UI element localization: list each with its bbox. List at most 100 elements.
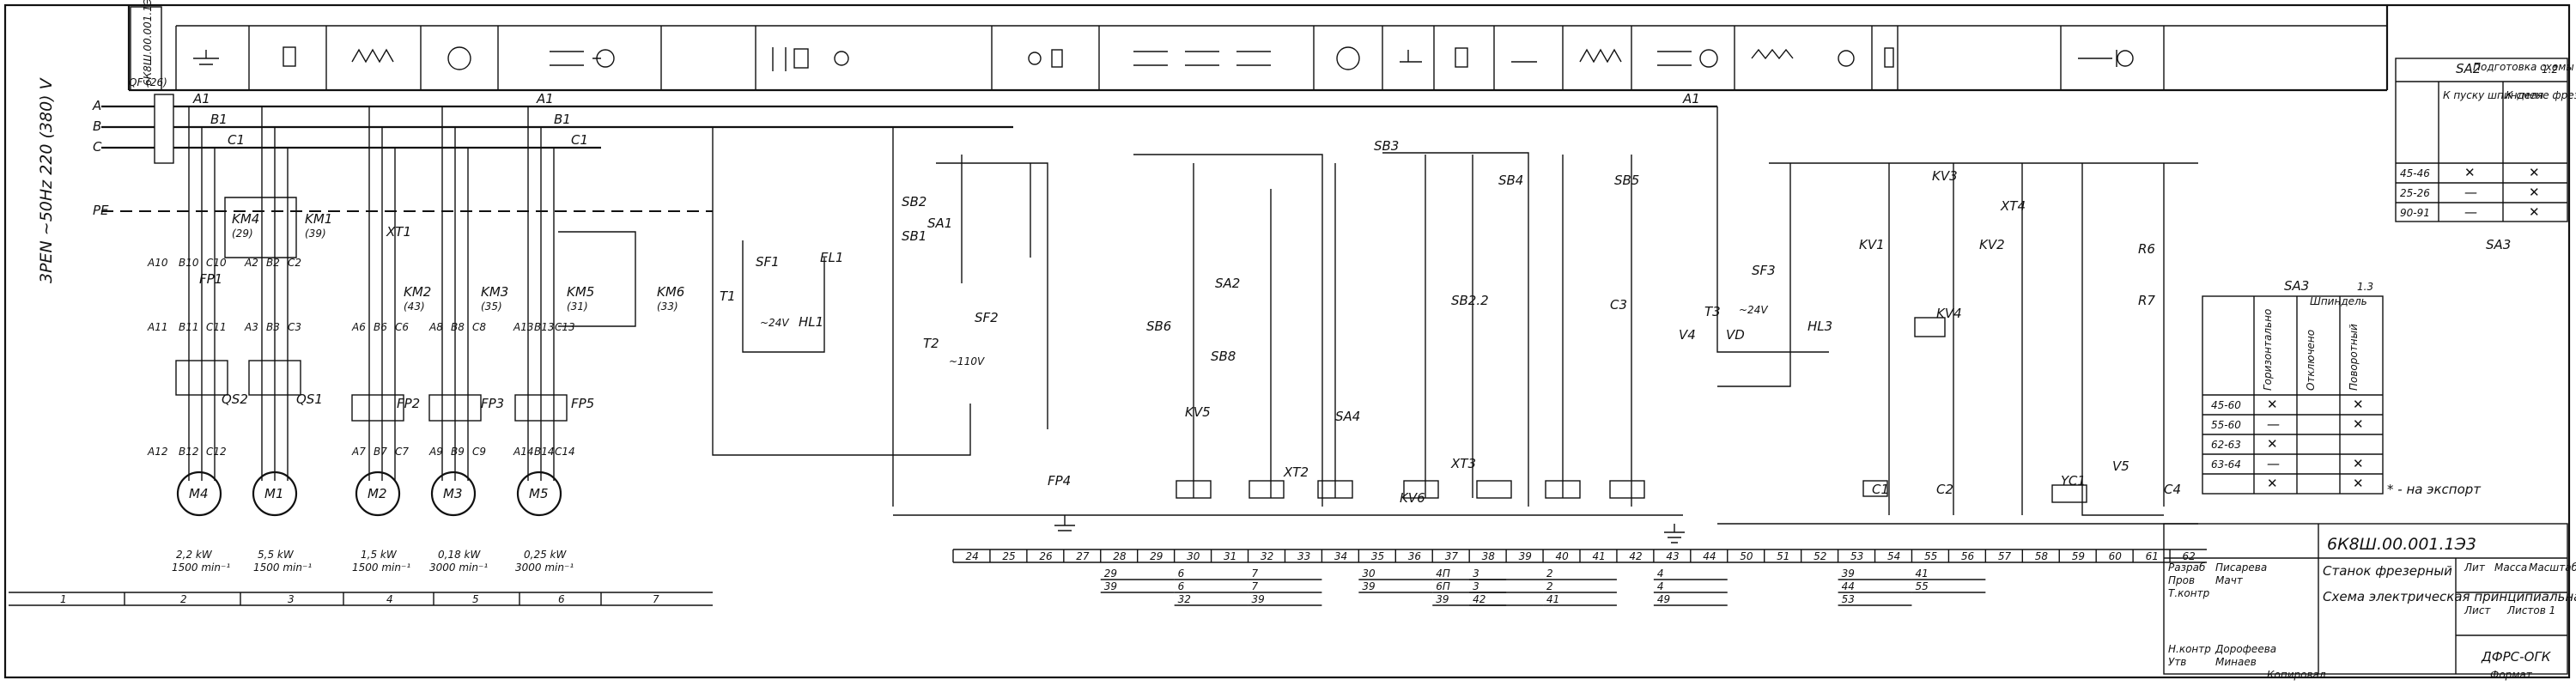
line-number: 34 — [1334, 550, 1347, 562]
svg-text:KV1: KV1 — [1859, 237, 1885, 252]
svg-text:M3: M3 — [443, 486, 463, 501]
svg-text:63-64: 63-64 — [2211, 458, 2241, 470]
contact-table-cell: 7 — [1252, 580, 1259, 592]
svg-text:SB2: SB2 — [902, 194, 927, 209]
contact-table-cell: 2 — [1546, 568, 1553, 580]
line-number: 56 — [1961, 550, 1975, 562]
line-number: 39 — [1519, 550, 1532, 562]
svg-text:SB4: SB4 — [1498, 173, 1523, 188]
line-number: 62 — [2183, 550, 2196, 562]
svg-text:C1: C1 — [228, 132, 245, 148]
rapid-icon — [1336, 46, 1360, 70]
svg-text:1500 min⁻¹: 1500 min⁻¹ — [172, 562, 230, 574]
svg-text:A9: A9 — [428, 446, 443, 458]
svg-text:C13: C13 — [555, 321, 575, 333]
svg-text:B1: B1 — [554, 112, 571, 127]
svg-text:A10: A10 — [147, 257, 168, 269]
line-number: 50 — [1740, 550, 1753, 562]
coolant-pump-icon — [193, 50, 219, 65]
terminal-labels: A10 B10 C10 A11 B11 C11 A12 B12 C12 A2 B… — [147, 257, 1768, 458]
svg-text:FP1: FP1 — [199, 271, 222, 287]
svg-text:EL1: EL1 — [820, 250, 843, 265]
svg-text:К смене фрезы: К смене фрезы — [2506, 89, 2576, 101]
svg-text:1.3: 1.3 — [2357, 281, 2373, 293]
contact-table-cell: 39 — [1104, 580, 1117, 592]
contact-table-cell: 3 — [1473, 568, 1479, 580]
svg-text:2: 2 — [180, 593, 187, 605]
bus-bars: A1 B1 C1 A1 B1 C1 A1 — [173, 91, 1717, 149]
svg-text:M4: M4 — [189, 486, 209, 501]
svg-text:C6: C6 — [395, 321, 409, 333]
svg-text:Утв: Утв — [2168, 656, 2186, 668]
svg-text:✕: ✕ — [2267, 476, 2278, 491]
svg-text:SF3: SF3 — [1752, 263, 1776, 278]
control-circuit — [712, 106, 2198, 525]
spindle-icon — [283, 46, 296, 67]
svg-text:C2: C2 — [1936, 482, 1953, 497]
line-number: 54 — [1887, 550, 1900, 562]
svg-text:Станок фрезерный: Станок фрезерный — [2323, 563, 2452, 579]
motor-m2 — [355, 470, 401, 517]
svg-text:Отключено: Отключено — [2305, 330, 2317, 391]
line-number: 33 — [1297, 550, 1310, 562]
contact-table-cell: 39 — [1842, 568, 1855, 580]
svg-text:B13: B13 — [534, 321, 555, 333]
svg-text:Дорофеева: Дорофеева — [2215, 643, 2276, 655]
line-number: 40 — [1556, 550, 1570, 562]
line-number: 60 — [2109, 550, 2123, 562]
svg-text:C10: C10 — [206, 257, 227, 269]
svg-text:6: 6 — [558, 593, 565, 605]
svg-text:6К8Ш.00.001.1Э3: 6К8Ш.00.001.1Э3 — [142, 0, 154, 86]
svg-text:C3: C3 — [1610, 297, 1627, 313]
svg-text:A8: A8 — [428, 321, 443, 333]
ground-symbols — [1054, 515, 1685, 543]
device-labels: QS2 QS1 FP1 FP2 FP3 FP4 FP5 T1 T2 T3 VD … — [199, 138, 2511, 506]
svg-text:M5: M5 — [529, 486, 549, 501]
svg-text:KV2: KV2 — [1979, 237, 2005, 252]
line-number: 58 — [2035, 550, 2049, 562]
contact-table-cell: 39 — [1362, 580, 1375, 592]
svg-text:Схема электрическая принципиал: Схема электрическая принципиальная — [2323, 589, 2576, 604]
svg-text:A2: A2 — [244, 257, 258, 269]
contact-table-cell: 29 — [1104, 568, 1117, 580]
contact-table-cell: 39 — [1436, 593, 1449, 605]
svg-text:XT4: XT4 — [2000, 198, 2026, 214]
svg-text:C8: C8 — [472, 321, 486, 333]
svg-text:FP3: FP3 — [481, 396, 504, 411]
column-strip: 1 2 3 4 5 6 7 — [9, 592, 713, 606]
direction-icon — [550, 51, 601, 66]
svg-text:B10: B10 — [179, 257, 199, 269]
svg-text:C1: C1 — [571, 132, 588, 148]
svg-text:90-91: 90-91 — [2400, 207, 2430, 219]
svg-text:R6: R6 — [2138, 241, 2155, 257]
contact-table-cell: 6 — [1178, 568, 1185, 580]
svg-text:(29): (29) — [232, 228, 253, 240]
svg-text:A1: A1 — [192, 91, 210, 106]
feed-icon — [447, 46, 471, 70]
motor-m1 — [252, 470, 298, 517]
svg-text:B12: B12 — [179, 446, 199, 458]
motor-m4 — [176, 470, 222, 517]
svg-text:QS2: QS2 — [222, 392, 248, 407]
contact-tables: 29396632773930394П6П39334222414449394453… — [1100, 568, 1986, 606]
svg-text:C4: C4 — [2164, 482, 2181, 497]
breaker-qf-label: QF (26) — [129, 76, 167, 88]
svg-text:T2: T2 — [923, 336, 939, 351]
svg-text:—: — — [2267, 416, 2280, 432]
svg-text:B14: B14 — [534, 446, 555, 458]
svg-text:45-46: 45-46 — [2400, 167, 2430, 179]
svg-text:К пуску шпинделя: К пуску шпинделя — [2443, 89, 2543, 101]
svg-text:1: 1 — [60, 593, 67, 605]
contactor-labels: KM4 (29) KM1 (39) KM2 (43) KM3 (35) KM5 … — [232, 211, 684, 313]
svg-text:SF1: SF1 — [756, 254, 780, 270]
contact-table-cell: 3 — [1473, 580, 1479, 592]
svg-text:1,5 kW: 1,5 kW — [361, 549, 398, 561]
svg-text:Масштаб: Масштаб — [2529, 562, 2576, 574]
svg-text:B7: B7 — [374, 446, 387, 458]
svg-text:✕: ✕ — [2353, 416, 2364, 432]
svg-text:SB2.2: SB2.2 — [1451, 293, 1489, 308]
brake-icon — [2117, 50, 2134, 67]
svg-text:B: B — [93, 118, 101, 134]
